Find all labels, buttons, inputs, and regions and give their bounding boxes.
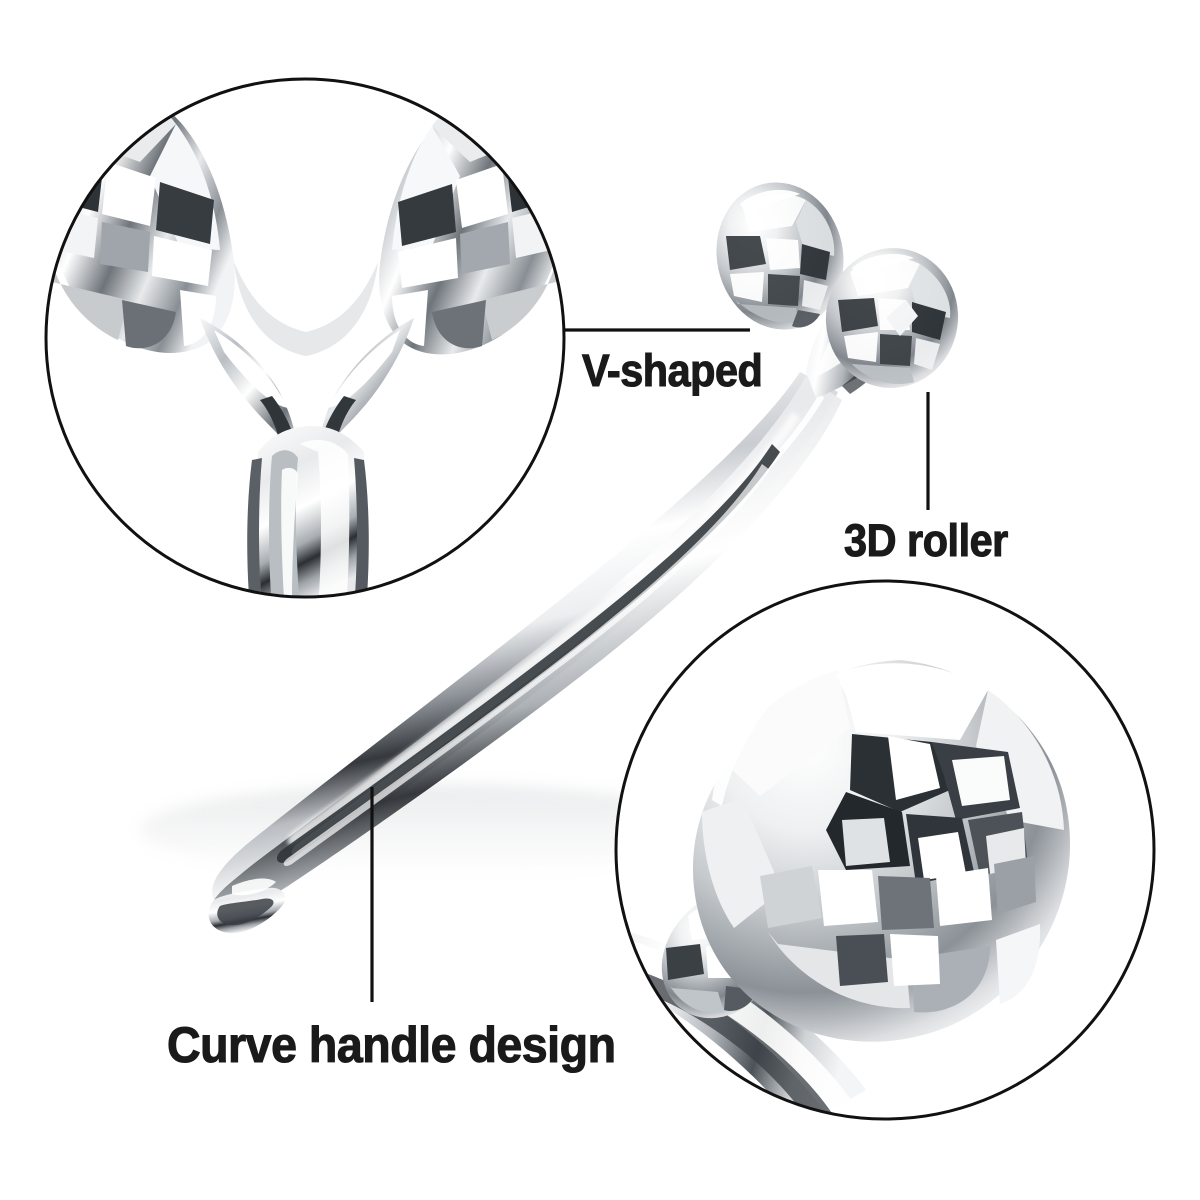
fork-inner-shade [234,262,378,356]
handle-tip-highlight [232,878,276,896]
product-massager [140,182,959,933]
callout-label-3d-roller: 3D roller [843,515,1008,566]
fork-stem [247,426,369,596]
handle-tip-shadow [217,898,274,926]
callout-label-curve-handle: Curve handle design [166,1017,616,1073]
magnifier-roller-ball [614,579,1156,1121]
handle-shadow-band [276,444,780,863]
curved-handle [208,372,842,933]
roller-ball-left [716,182,844,330]
callout-label-v-shaped: V-shaped [581,345,763,396]
closeup-ball-specular [836,663,986,700]
closeup-ball-facets [702,663,1064,1013]
closeup-ball-specular-left [712,684,786,806]
closeup-shaft-shadow [628,970,834,1118]
magnifier-roller-ring [614,579,1156,1121]
roller-ball-right-specular [852,253,914,280]
closeup-roller-ball [693,660,1071,1042]
roller-ball-right-facets [838,257,951,384]
roller-ball-left-facets [726,193,835,328]
roller-ball-left-specular [740,189,800,216]
yoke-body [200,318,414,470]
handle-body [212,372,838,908]
handle-highlight-inner [287,412,800,845]
magnifier-v-fork-ring [44,77,566,599]
roller-ball-right [825,248,959,388]
magnifier-roller-content [617,582,1153,1118]
